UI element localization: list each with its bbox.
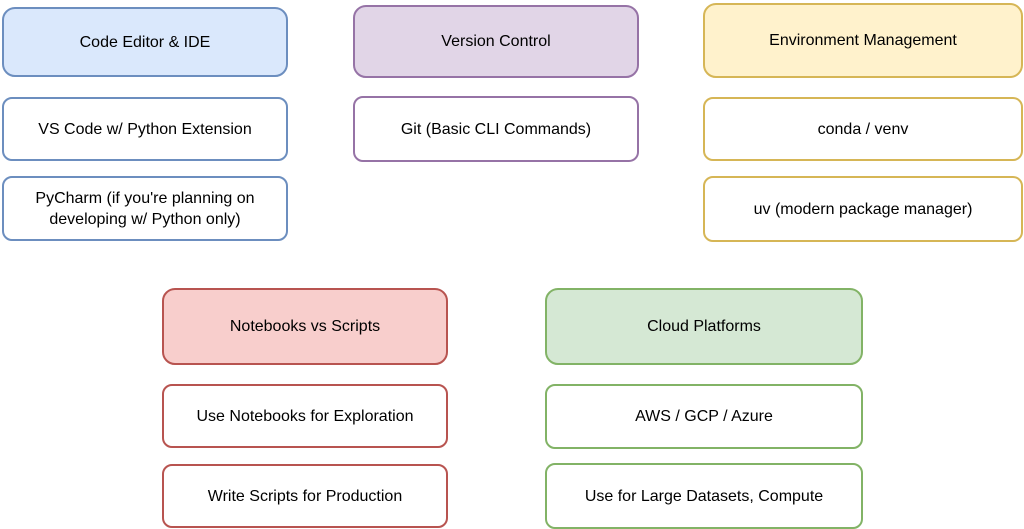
node-label: uv (modern package manager) [753,200,973,218]
node-large-datasets-compute: Use for Large Datasets, Compute [545,463,863,529]
node-label: Use for Large Datasets, Compute [584,487,824,505]
node-label: Use Notebooks for Exploration [196,407,414,425]
node-aws-gcp-azure: AWS / GCP / Azure [545,384,863,449]
group-title: Version Control [441,33,551,50]
node-label: Write Scripts for Production [207,487,403,505]
node-label: conda / venv [817,120,909,138]
group-header-version-control: Version Control [353,5,639,78]
group-title: Notebooks vs Scripts [229,318,381,335]
node-notebooks-exploration: Use Notebooks for Exploration [162,384,448,448]
group-header-code-editor-ide: Code Editor & IDE [2,7,288,77]
node-scripts-production: Write Scripts for Production [162,464,448,528]
node-label: Git (Basic CLI Commands) [400,120,592,138]
node-vs-code: VS Code w/ Python Extension [2,97,288,161]
group-header-cloud-platforms: Cloud Platforms [545,288,863,365]
node-pycharm: PyCharm (if you're planning on developin… [2,176,288,241]
node-label: AWS / GCP / Azure [635,408,773,425]
group-header-notebooks-vs-scripts: Notebooks vs Scripts [162,288,448,365]
node-uv: uv (modern package manager) [703,176,1023,242]
group-title: Environment Management [769,32,957,49]
node-conda-venv: conda / venv [703,97,1023,161]
group-header-environment-management: Environment Management [703,3,1023,78]
group-title: Cloud Platforms [647,318,761,335]
node-label: PyCharm (if you're planning on developin… [35,189,255,228]
node-label: VS Code w/ Python Extension [38,120,252,138]
group-title: Code Editor & IDE [79,33,211,51]
node-git: Git (Basic CLI Commands) [353,96,639,162]
